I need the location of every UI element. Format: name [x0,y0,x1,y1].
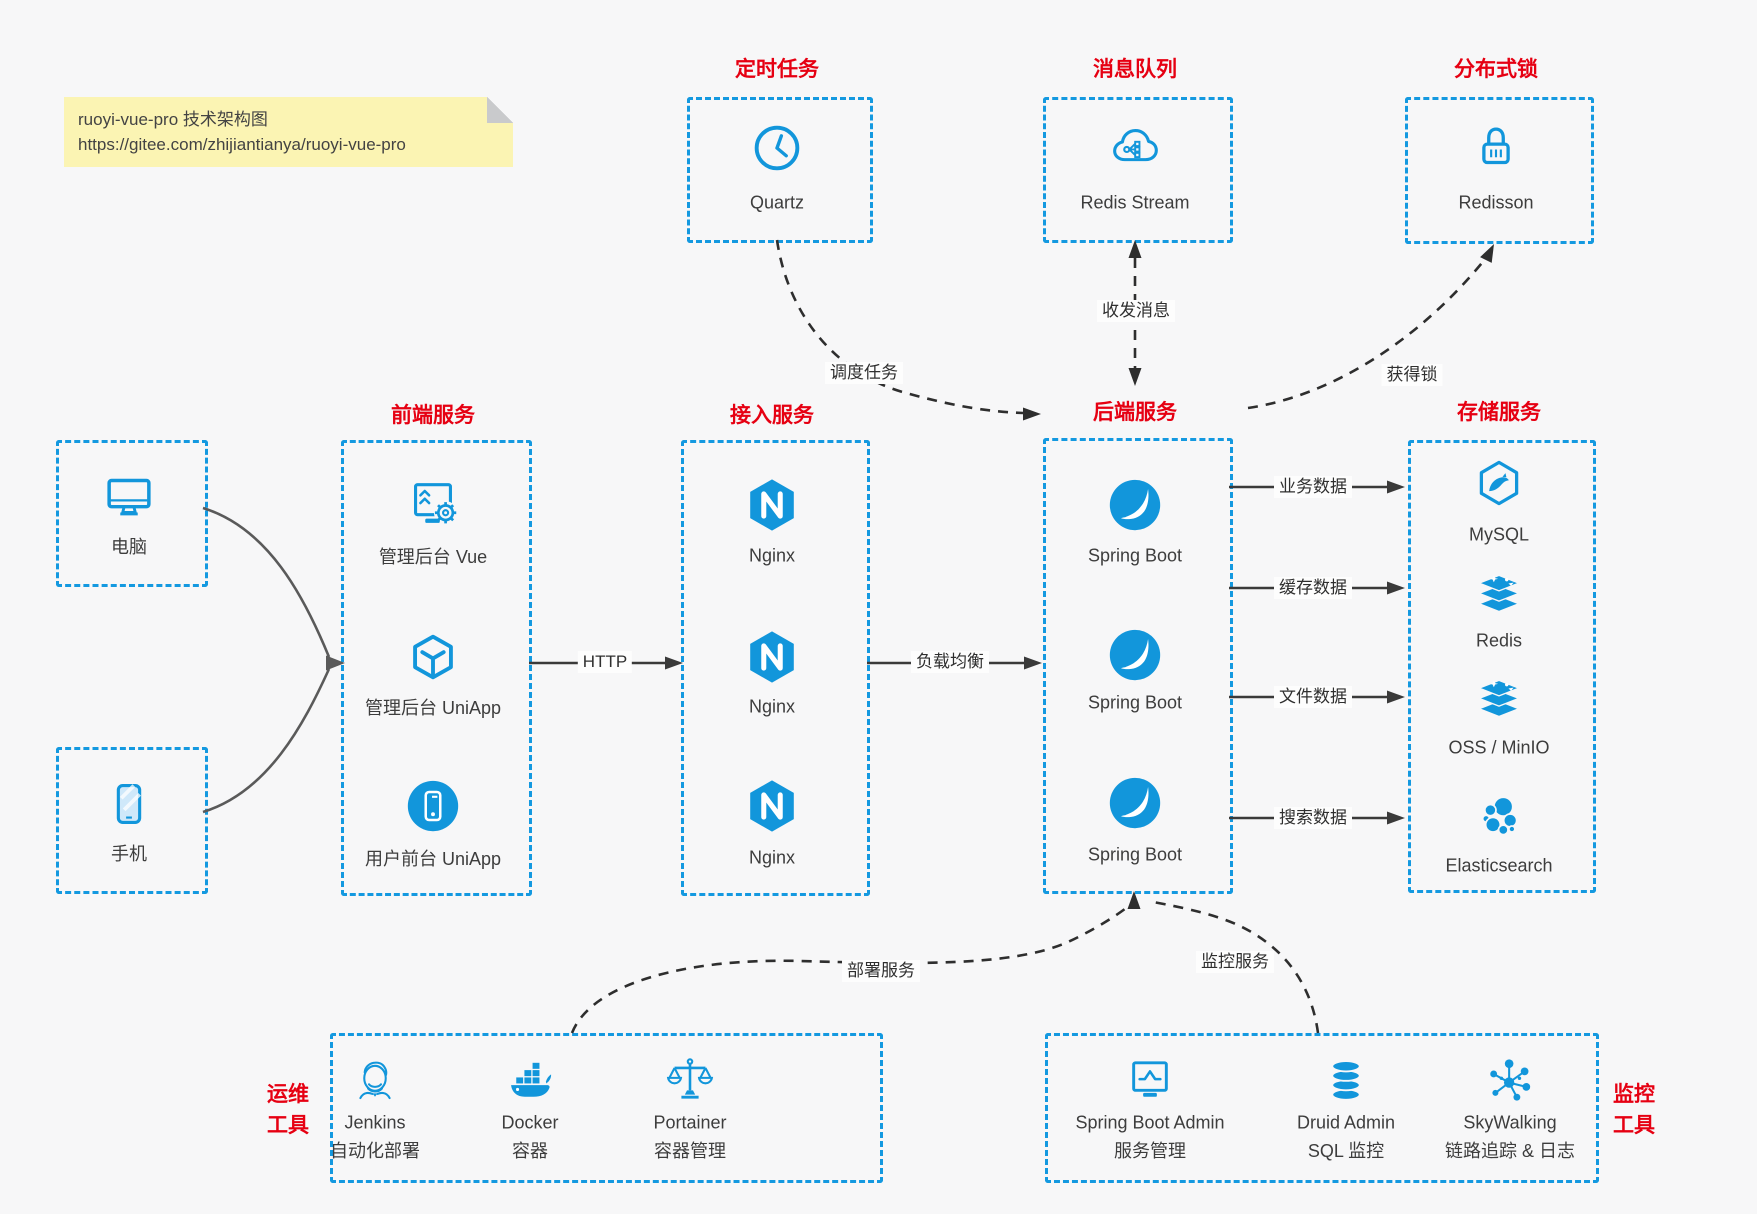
portainer-icon [663,1053,718,1108]
admin-uniapp-label: 管理后台 UniApp [364,698,502,718]
sba-label: Spring Boot Admin [1075,1112,1225,1133]
acquire-lock-label: 获得锁 [1381,364,1443,386]
elasticsearch-label: Elasticsearch [1445,855,1553,876]
file-data-label: 文件数据 [1274,686,1352,708]
load-balance-arrowhead [1024,656,1042,670]
search-data-label: 搜索数据 [1274,807,1352,829]
redis-label: Redis [1475,630,1523,651]
box-storage-services [1408,440,1596,893]
column-title-frontend: 前端服务 [391,404,475,427]
portainer-label: Portainer [653,1112,727,1133]
column-title-gateway: 接入服务 [730,404,814,427]
user-app-icon [402,775,464,837]
skywalking-icon [1483,1053,1538,1108]
column-title-backend: 后端服务 [1093,401,1177,424]
group-title-distributed-lock: 分布式锁 [1454,58,1538,81]
note-title: ruoyi-vue-pro 技术架构图 [78,110,268,129]
deploy-service-label: 部署服务 [842,960,920,982]
ops-tools-title-line1: 运维 [267,1083,309,1106]
monitor-tools-title-line1: 监控 [1613,1083,1655,1106]
redis-icon [1472,569,1527,624]
schedule-task-label: 调度任务 [825,362,903,384]
jenkins-sub-label: 自动化部署 [330,1141,420,1161]
mobile-label: 手机 [111,844,147,864]
group-title-scheduled-tasks: 定时任务 [735,58,819,81]
jenkins-icon [348,1053,403,1108]
docker-sub-label: 容器 [512,1141,548,1161]
box-distributed-lock [1405,97,1594,244]
elasticsearch-icon [1472,790,1527,845]
sba-sub-label: 服务管理 [1114,1141,1186,1161]
spring-boot-label-1: Spring Boot [1087,545,1183,566]
lock-arrowhead [1480,244,1494,263]
admin-vue-icon [402,474,464,536]
note-folded-corner [487,97,513,123]
sba-icon [1123,1053,1178,1108]
nginx-icon [741,775,803,837]
skywalking-sub-label: 链路追踪 & 日志 [1444,1141,1576,1161]
ops-tools-title-line2: 工具 [267,1114,309,1137]
redis-stream-label: Redis Stream [1080,192,1190,213]
druid-icon [1319,1053,1374,1108]
lock-icon [1465,117,1527,179]
nginx-label-3: Nginx [748,847,796,868]
storage-arrows [1229,485,1387,820]
group-title-message-queue: 消息队列 [1093,58,1177,81]
mobile-to-frontend-curve [202,668,331,814]
message-down-arrowhead [1128,368,1142,386]
pc-to-frontend-curve [202,506,331,658]
docker-label: Docker [501,1112,559,1133]
load-balance-label: 负载均衡 [911,651,989,673]
mysql-label: MySQL [1468,524,1530,545]
monitor-service-label: 监控服务 [1196,951,1274,973]
cube-icon [402,626,464,688]
nginx-label-2: Nginx [748,696,796,717]
smartphone-icon [98,773,160,835]
spring-icon [1104,624,1166,686]
note-url: https://gitee.com/zhijiantianya/ruoyi-vu… [78,135,406,154]
quartz-label: Quartz [749,192,805,213]
oss-minio-icon [1472,674,1527,729]
message-label: 收发消息 [1097,300,1175,322]
user-uniapp-label: 用户前台 UniApp [364,849,502,869]
pc-label: 电脑 [111,537,147,557]
druid-sub-label: SQL 监控 [1307,1141,1385,1161]
business-data-label: 业务数据 [1274,476,1352,498]
cache-data-label: 缓存数据 [1274,577,1352,599]
acquire-lock-curve [1247,257,1488,410]
mysql-icon [1472,456,1527,511]
portainer-sub-label: 容器管理 [654,1141,726,1161]
schedule-arrowhead [1023,407,1041,421]
http-label: HTTP [577,651,633,673]
sticky-note: ruoyi-vue-pro 技术架构图 https://gitee.com/zh… [64,97,513,167]
box-ops-tools [330,1033,883,1183]
monitor-tools-title-line2: 工具 [1613,1114,1655,1137]
nginx-icon [741,626,803,688]
box-monitor-tools [1045,1033,1599,1183]
schedule-task-curve [775,239,1024,415]
column-title-storage: 存储服务 [1457,401,1541,424]
jenkins-label: Jenkins [344,1112,406,1133]
spring-icon [1104,772,1166,834]
skywalking-label: SkyWalking [1463,1112,1557,1133]
druid-label: Druid Admin [1296,1112,1396,1133]
redisson-label: Redisson [1458,192,1534,213]
docker-icon [503,1053,558,1108]
cloud-stream-icon [1104,117,1166,179]
client-arrows [202,506,331,814]
nginx-label-1: Nginx [748,545,796,566]
admin-vue-label: 管理后台 Vue [378,547,488,567]
nginx-icon [741,474,803,536]
monitor-tools-title: 监控 工具 [1613,1079,1655,1141]
spring-icon [1104,474,1166,536]
monitor-icon [98,466,160,528]
spring-boot-label-3: Spring Boot [1087,844,1183,865]
clock-icon [746,117,808,179]
spring-boot-label-2: Spring Boot [1087,692,1183,713]
oss-minio-label: OSS / MinIO [1448,737,1550,758]
storage-arrowheads [1387,480,1405,825]
box-mobile-client [56,747,208,894]
ops-tools-title: 运维 工具 [267,1079,309,1141]
